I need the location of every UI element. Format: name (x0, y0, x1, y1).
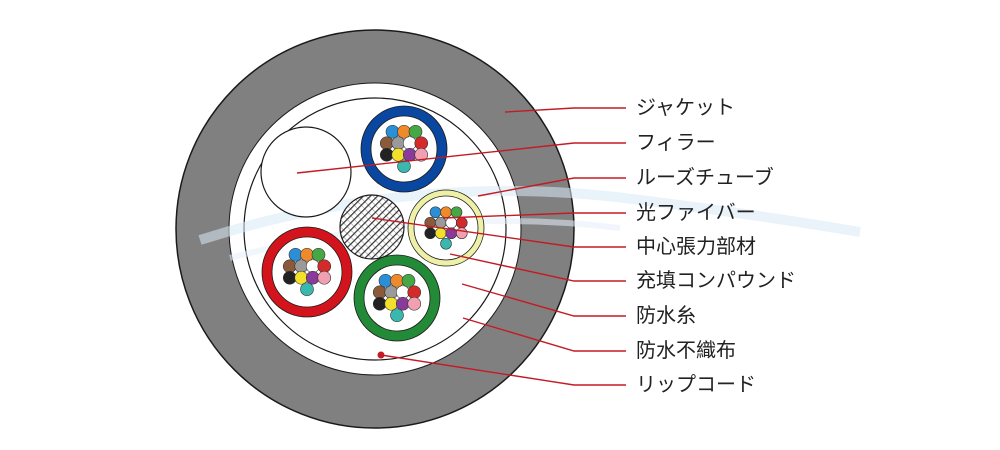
leader-line (296, 142, 626, 174)
fiber-slate (384, 285, 399, 300)
fiber-blue (385, 124, 400, 139)
fiber-blue (288, 247, 303, 262)
fiber-yellow (391, 147, 406, 162)
leader-line (461, 283, 626, 317)
fiber-violet (305, 270, 320, 285)
leader-line (462, 317, 626, 352)
fiber-white (305, 259, 320, 274)
fiber-aqua (397, 159, 411, 174)
fiber-rose (317, 270, 332, 285)
fiber-black (282, 270, 297, 285)
fiber-aqua (300, 282, 314, 297)
fiber-rose (414, 147, 429, 162)
fiber-green (311, 247, 326, 262)
fiber-blue (378, 273, 393, 288)
fiber-rose (407, 296, 422, 311)
component-label: 光ファイバー (636, 200, 756, 224)
leader-line (449, 253, 626, 282)
fiber-violet (395, 296, 410, 311)
fiber-green (401, 273, 416, 288)
fiber-orange (300, 247, 314, 262)
fiber-red (455, 216, 468, 229)
fiber-green (408, 124, 423, 139)
fiber-red (407, 285, 422, 300)
fiber-brown (379, 136, 394, 151)
component-label: 防水不織布 (636, 338, 736, 362)
fiber-slate (391, 136, 406, 151)
fiber-orange (390, 273, 404, 288)
fiber-yellow (434, 227, 447, 240)
fiber-violet (402, 147, 417, 162)
fiber-orange (397, 124, 411, 139)
fiber-slate (294, 259, 309, 274)
fiber-aqua (440, 237, 452, 250)
component-label: 中心張力部材 (636, 234, 756, 258)
loose-tube-blue (360, 105, 448, 193)
leader-line (504, 107, 626, 113)
fiber-slate (434, 216, 447, 229)
fiber-red (414, 136, 429, 151)
fiber-green (450, 206, 463, 219)
loose-tube-green (353, 254, 441, 342)
fiber-brown (372, 285, 387, 300)
fiber-brown (282, 259, 297, 274)
component-label: 充填コンパウンド (636, 268, 796, 292)
leader-line (380, 354, 626, 386)
fiber-yellow (384, 296, 399, 311)
fiber-black (372, 296, 387, 311)
leader-line (442, 212, 626, 219)
component-label: ジャケット (636, 95, 735, 119)
fiber-black (424, 227, 437, 240)
component-label: フィラー (636, 130, 716, 154)
component-label: ルーズチューブ (636, 165, 774, 189)
loose-tube-red (261, 226, 353, 318)
fiber-white (445, 216, 458, 229)
leader-line (477, 177, 626, 197)
loose-tubes (261, 105, 485, 342)
fiber-black (379, 147, 394, 162)
fiber-white (395, 285, 410, 300)
fiber-white (402, 136, 417, 151)
fiber-rose (455, 227, 468, 240)
leader-lines (296, 107, 626, 386)
component-label: リップコード (636, 372, 756, 396)
fiber-yellow (294, 270, 309, 285)
fiber-red (317, 259, 332, 274)
fiber-blue (429, 206, 442, 219)
component-label: 防水糸 (636, 303, 696, 327)
fiber-aqua (390, 308, 404, 323)
fiber-orange (440, 206, 452, 219)
leader-line (371, 217, 626, 248)
